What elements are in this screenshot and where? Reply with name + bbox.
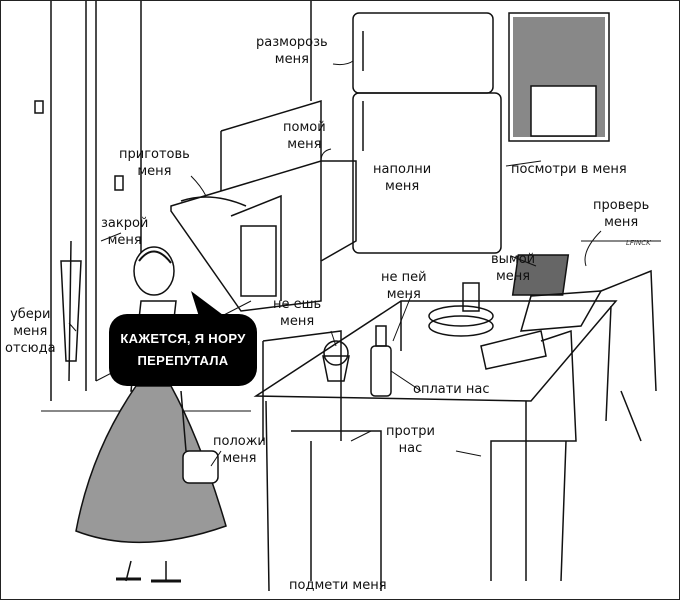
label-stove-line-1: приготовь [119,147,190,162]
label-laptop-line-1: проверь [593,198,650,213]
label-glass-line-2: меня [386,287,421,302]
handbag [182,450,219,484]
label-bag-line-2: меня [222,451,257,466]
speech-line-1: КАЖЕТСЯ, Я НОРУ [120,331,246,346]
label-laptop-line-2: меня [604,215,639,230]
label-bag: положи меня [213,433,266,467]
label-window: посмотри в меня [511,162,627,177]
label-muffin-line-2: меня [280,314,315,329]
label-door: закрой меня [101,215,148,249]
label-bills: оплати нас [413,382,490,397]
label-freezer-line-1: разморозь [256,35,328,50]
label-stove: приготовь меня [119,146,190,180]
label-umbrella-line-2: меня [13,324,48,339]
label-dishes-line-1: вымой [491,252,536,267]
label-dishes-line-2: меня [496,269,531,284]
label-stove-line-2: меня [137,164,172,179]
label-glass-line-1: не пей [381,270,427,285]
label-muffin-line-1: не ешь [273,297,322,312]
label-chairs-line-2: нас [398,441,423,456]
light-switch [34,100,44,114]
label-floor: подмети меня [289,578,387,593]
label-door-line-2: меня [107,233,142,248]
label-sink: помой меня [283,119,326,153]
label-umbrella-line-3: отсюда [5,341,56,356]
label-sink-line-2: меня [287,137,322,152]
label-chairs: протри нас [386,423,435,457]
label-door-line-1: закрой [101,216,149,231]
fridge-body [352,92,502,254]
table-top [253,300,618,402]
label-fridge-line-2: меня [385,179,420,194]
label-umbrella: убери меня отсюда [5,306,56,357]
label-umbrella-line-1: убери [10,307,51,322]
label-muffin: не ешь меня [273,296,321,330]
label-laptop: проверь меня [593,197,649,231]
fridge-freezer [352,12,494,94]
label-dishes: вымой меня [491,251,535,285]
label-fridge-line-1: наполни [373,162,432,177]
label-chairs-line-1: протри [386,424,435,439]
label-freezer: разморозь меня [256,34,328,68]
speech-bubble: КАЖЕТСЯ, Я НОРУ ПЕРЕПУТАЛА [109,314,257,386]
speech-line-2: ПЕРЕПУТАЛА [137,353,229,368]
label-glass: не пей меня [381,269,427,303]
woman-skirt [75,385,227,544]
label-sink-line-1: помой [283,120,326,135]
label-freezer-line-2: меня [274,52,309,67]
artist-signature: LFINCK [626,239,651,247]
label-bag-line-1: положи [213,434,266,449]
label-fridge: наполни меня [373,161,431,195]
